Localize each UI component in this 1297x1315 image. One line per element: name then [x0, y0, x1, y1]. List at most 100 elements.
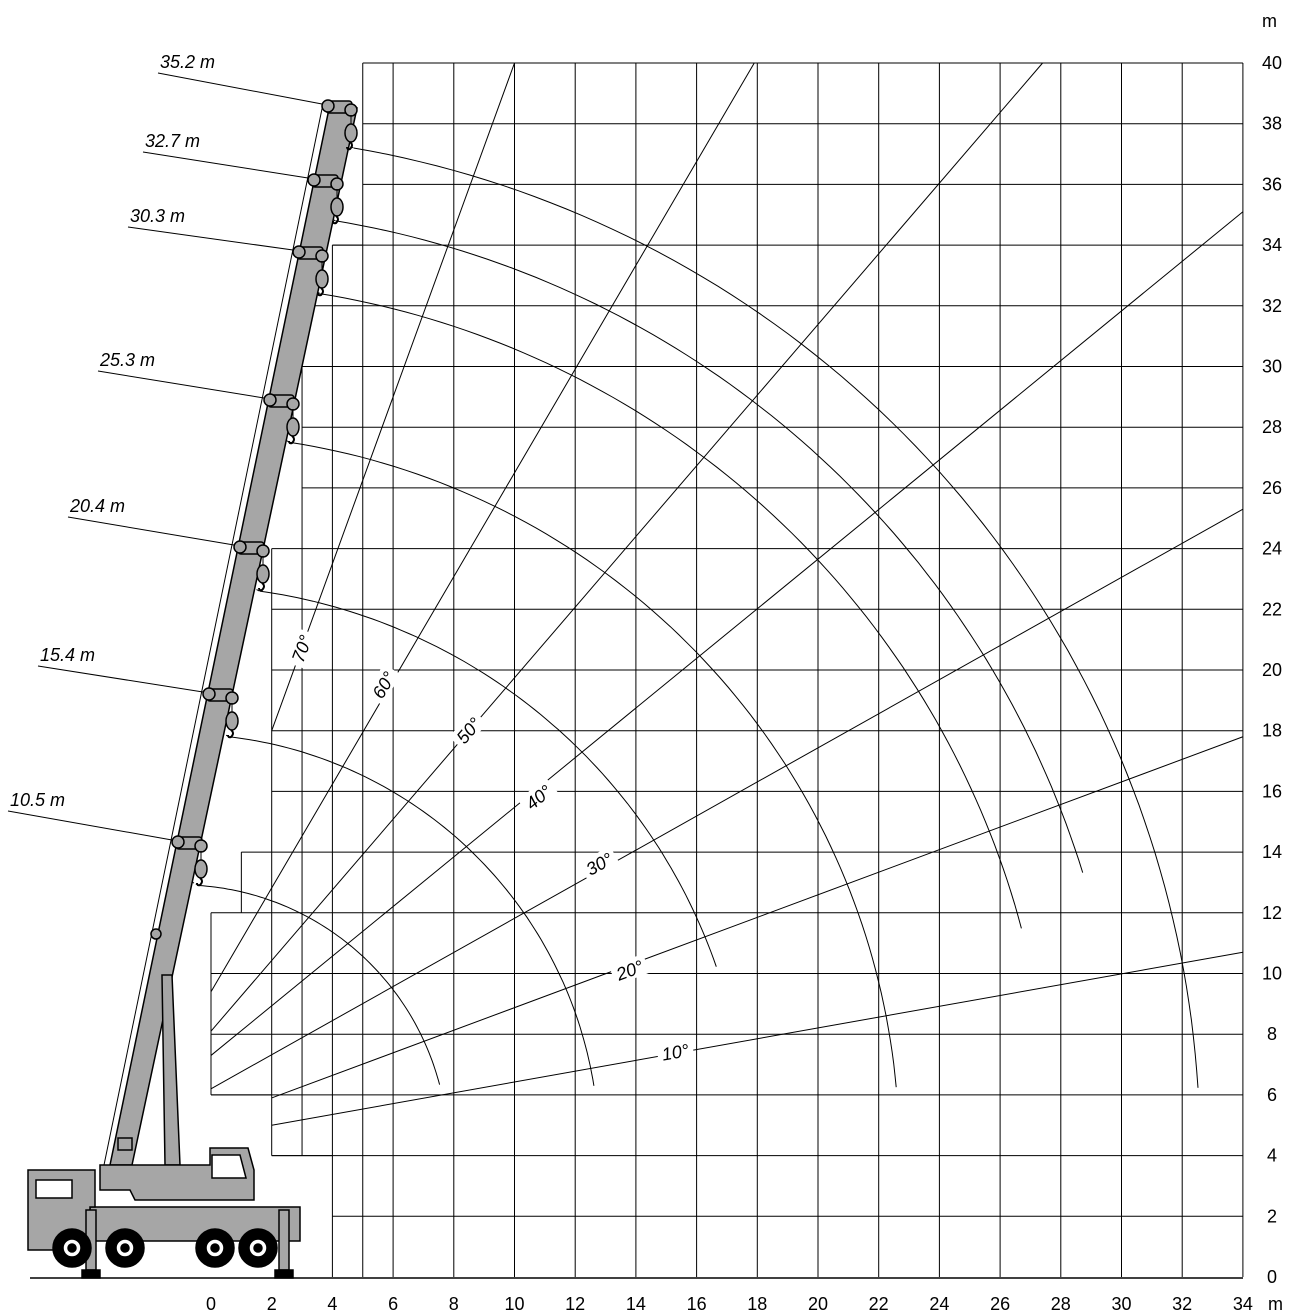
boom-label-leader — [157, 72, 323, 105]
boom-length-label: 15.4 m — [40, 645, 95, 665]
angle-ray — [210, 62, 1043, 1032]
x-tick-label: 8 — [449, 1294, 459, 1314]
x-tick-label: 30 — [1111, 1294, 1131, 1314]
sheave — [171, 835, 185, 849]
angle-label-bg — [517, 777, 559, 816]
angle-ray — [210, 62, 755, 992]
grid — [210, 62, 1244, 1277]
x-tick-label: 34 — [1233, 1294, 1253, 1314]
wheel-hub-center — [253, 1243, 263, 1253]
x-axis-unit: m — [1268, 1294, 1283, 1314]
y-tick-label: 8 — [1267, 1024, 1277, 1044]
x-tick-label: 2 — [267, 1294, 277, 1314]
sheave — [233, 540, 247, 554]
hook-icon — [286, 417, 300, 437]
boom-length-label: 30.3 m — [130, 206, 185, 226]
operator-cab-window — [211, 1154, 247, 1179]
boom-length-label: 20.4 m — [69, 496, 125, 516]
sheave — [307, 173, 321, 187]
angle-label-bg — [655, 1038, 695, 1065]
x-tick-label: 0 — [206, 1294, 216, 1314]
y-tick-label: 20 — [1262, 660, 1282, 680]
lift-cylinder — [161, 974, 181, 1166]
boom-arc — [259, 590, 717, 967]
sheave — [286, 397, 300, 411]
cab-window — [35, 1179, 73, 1199]
x-tick-label: 10 — [504, 1294, 524, 1314]
y-tick-label: 4 — [1267, 1146, 1277, 1166]
angle-label-bg — [448, 709, 488, 751]
y-tick-label: 14 — [1262, 842, 1282, 862]
boom-label-leader — [142, 151, 309, 179]
y-tick-label: 30 — [1262, 357, 1282, 377]
cylinder-pin — [150, 928, 162, 940]
boom-arc — [198, 885, 441, 1085]
boom-length-label: 10.5 m — [10, 790, 65, 810]
angle-ray — [271, 951, 1243, 1126]
x-tick-label: 22 — [869, 1294, 889, 1314]
wheels — [52, 1228, 278, 1268]
boom-arc — [289, 441, 897, 1088]
boom — [109, 103, 358, 1166]
boom-arcs — [186, 141, 1199, 1088]
sheave — [256, 544, 270, 558]
angle-label-bg — [609, 953, 650, 986]
x-tick-label: 24 — [929, 1294, 949, 1314]
boom-length-label: 32.7 m — [145, 131, 200, 151]
boom-label-leader — [67, 516, 235, 546]
hook-icon — [344, 123, 358, 143]
sheave — [344, 103, 358, 117]
hook-tip — [317, 287, 324, 297]
x-tick-label: 14 — [626, 1294, 646, 1314]
sheave — [321, 99, 335, 113]
hook-icon — [256, 564, 270, 584]
x-tick-label: 32 — [1172, 1294, 1192, 1314]
hook-tip — [258, 582, 265, 592]
wheel-hub-center — [210, 1243, 220, 1253]
sheave — [202, 687, 216, 701]
hook-tip — [332, 215, 339, 225]
y-tick-label: 28 — [1262, 417, 1282, 437]
outrigger-pad-left — [81, 1269, 101, 1279]
truck-crane-icon — [27, 99, 358, 1279]
angle-label: 10° — [660, 1040, 690, 1064]
boom-label-leader — [7, 810, 173, 841]
hook-icon — [225, 711, 239, 731]
x-tick-label: 6 — [388, 1294, 398, 1314]
boom-length-label: 35.2 m — [160, 52, 215, 72]
y-tick-label: 38 — [1262, 114, 1282, 134]
x-tick-label: 28 — [1051, 1294, 1071, 1314]
x-tick-label: 20 — [808, 1294, 828, 1314]
x-tick-label: 18 — [747, 1294, 767, 1314]
y-tick-label: 34 — [1262, 235, 1282, 255]
boom-length-labels: 35.2 m 32.7 m 30.3 m 25.3 m 20.4 m 15.4 m 10.5… — [7, 52, 323, 841]
angle-labels: 70°60°50°40°30°20°10° — [285, 628, 695, 1065]
hook-tip — [346, 141, 353, 151]
boom-length-label: 25.3 m — [99, 350, 155, 370]
angle-ray — [271, 62, 515, 731]
y-tick-label: 22 — [1262, 599, 1282, 619]
sheave — [263, 393, 277, 407]
angle-ray — [210, 508, 1244, 1090]
hook-tip — [227, 729, 234, 739]
y-axis-unit: m — [1262, 11, 1277, 31]
y-tick-label: 26 — [1262, 478, 1282, 498]
wheel-hub-center — [120, 1243, 130, 1253]
outrigger-right — [278, 1209, 290, 1271]
angle-label-bg — [365, 664, 401, 706]
y-tick-label: 36 — [1262, 174, 1282, 194]
boom-arc — [320, 293, 1022, 929]
y-tick-label: 40 — [1262, 53, 1282, 73]
angle-ray — [210, 211, 1244, 1056]
x-tick-label: 4 — [327, 1294, 337, 1314]
sheave — [292, 245, 306, 259]
hook-tip — [288, 435, 295, 445]
hook-tip — [196, 877, 203, 887]
y-tick-label: 32 — [1262, 296, 1282, 316]
y-tick-label: 0 — [1267, 1267, 1277, 1287]
angle-label-bg — [285, 628, 317, 669]
angle-ray — [271, 736, 1244, 1099]
